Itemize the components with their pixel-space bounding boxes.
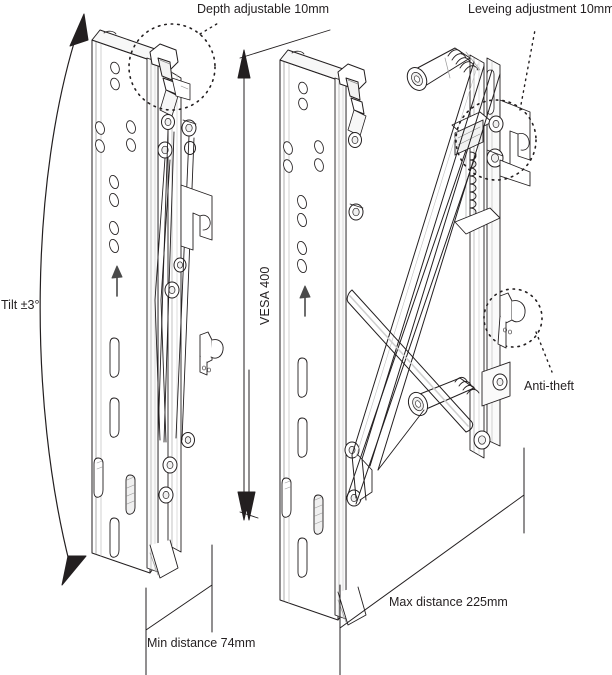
- retracted-assembly: [91, 21, 224, 579]
- anti-theft-leader-line: [535, 331, 553, 373]
- label-min-distance: Min distance 74mm: [147, 636, 256, 650]
- pivot-hardware-column-right: [344, 132, 373, 507]
- max-distance-extension-arrow: [242, 369, 256, 521]
- label-leveling-adjustment: Leveing adjustment 10mm: [468, 2, 612, 16]
- extended-assembly: [279, 29, 553, 626]
- plate-slots-right: [281, 357, 324, 578]
- leveling-adjust-mechanism: [406, 47, 531, 235]
- label-anti-theft: Anti-theft: [524, 379, 575, 393]
- leveling-callout-circle: [455, 99, 537, 181]
- label-depth-adjustable: Depth adjustable 10mm: [197, 2, 330, 16]
- label-tilt: Tilt ±3°: [1, 298, 40, 312]
- max-distance-dimension: [339, 447, 525, 675]
- leveling-knob: [406, 47, 471, 91]
- pivot-hardware-left: [157, 114, 197, 504]
- leveling-spring-upper: [444, 49, 481, 79]
- lower-knob-right: [407, 361, 511, 450]
- leveling-leader-line: [519, 29, 536, 111]
- plate-holes-right: [283, 81, 324, 274]
- tv-hook-left: [180, 184, 213, 251]
- assembly-base-left: [149, 539, 179, 579]
- tilt-arc-arrow: [39, 13, 89, 586]
- assembly-base-right: [337, 586, 367, 626]
- plate-holes-left: [95, 61, 136, 254]
- orientation-arrow-icon-right: [299, 285, 311, 317]
- arm-column-right: [334, 77, 347, 620]
- depth-adjust-callout-circle: [128, 23, 216, 111]
- linkage-bars-left: [154, 129, 195, 443]
- label-max-distance: Max distance 225mm: [389, 595, 508, 609]
- plate-slots-left: [93, 337, 136, 558]
- orientation-arrow-icon-left: [111, 265, 123, 297]
- anti-theft-latch-left: [199, 331, 224, 376]
- min-distance-dimension: [145, 544, 213, 675]
- label-vesa: VESA 400: [258, 266, 272, 325]
- depth-adjust-leader-line: [199, 21, 221, 35]
- depth-adjust-lever-left: [149, 43, 191, 117]
- anti-theft-latch-detail: [497, 292, 526, 349]
- anti-theft-callout-circle: [483, 288, 543, 348]
- articulating-arms: [345, 61, 501, 505]
